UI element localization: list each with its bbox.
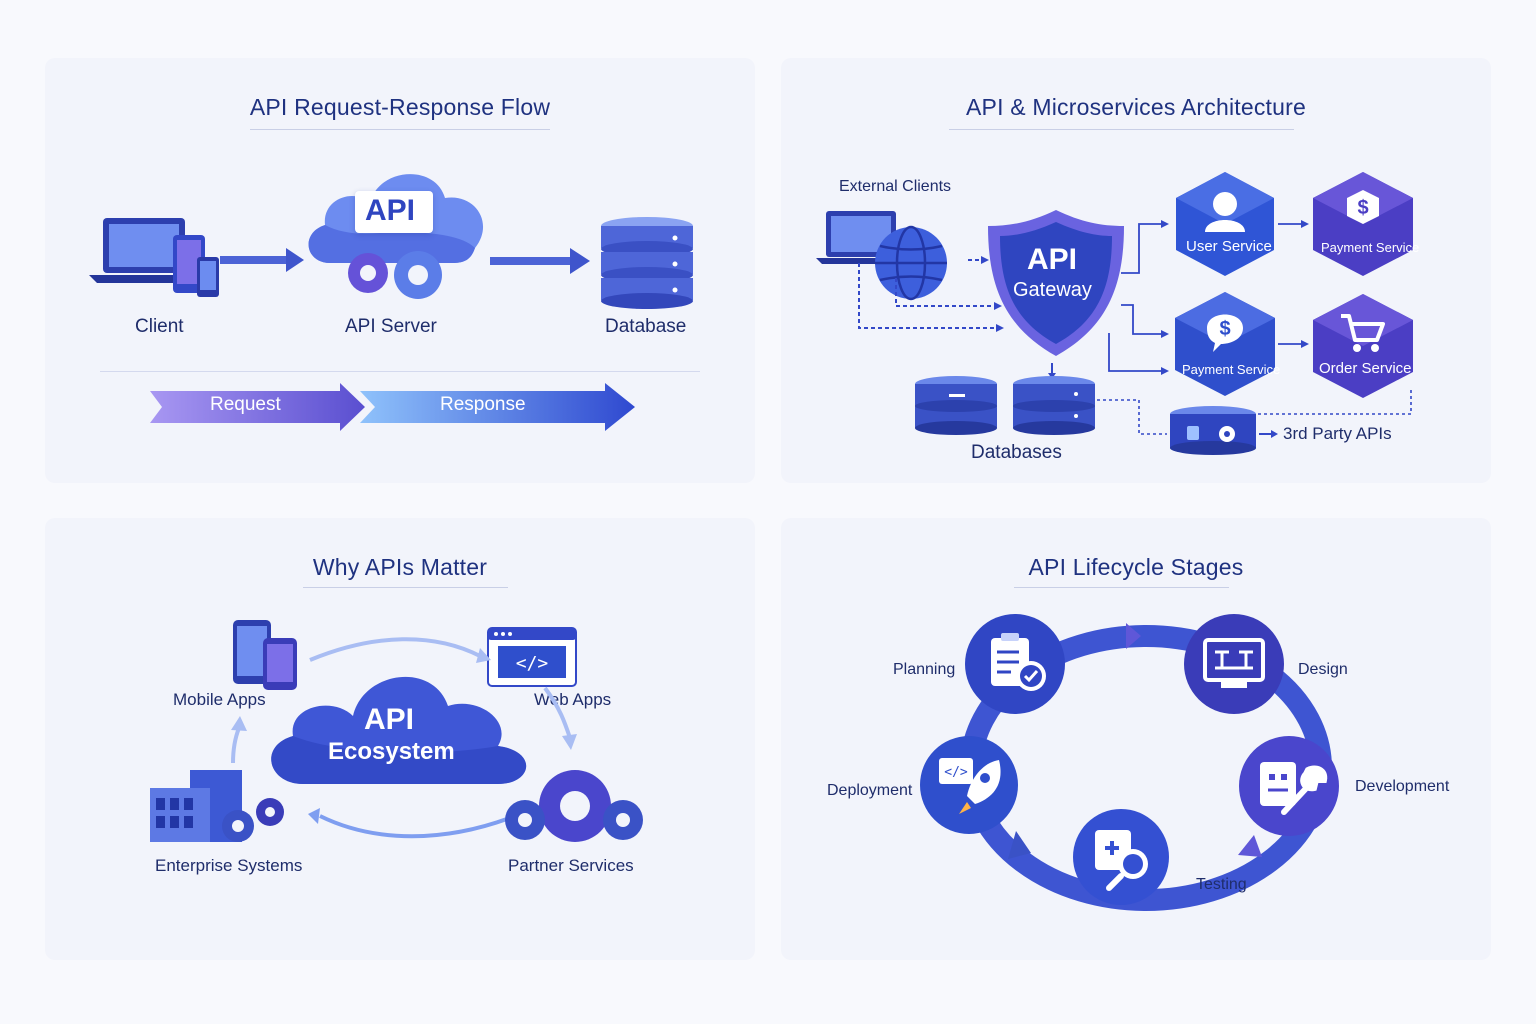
divider: [100, 371, 700, 372]
title-underline: [250, 129, 550, 130]
order-service-label: Order Service: [1319, 360, 1412, 377]
databases-icon: [915, 376, 1095, 435]
external-clients-icon: [816, 211, 947, 301]
client-connectors: [858, 256, 1004, 332]
mobile-devices-icon: [233, 620, 297, 690]
gateway-line2: Gateway: [1013, 279, 1092, 301]
external-clients-label: External Clients: [839, 178, 952, 195]
panel-request-response-flow: API Request-Response Flow Client API API…: [45, 58, 755, 483]
user-service-hex: [1176, 172, 1274, 276]
ecosystem-flow-arrows: [231, 637, 577, 839]
api-badge: [355, 191, 433, 233]
enterprise-systems-label: Enterprise Systems: [155, 856, 303, 875]
panel-title: API & Microservices Architecture: [965, 94, 1306, 120]
partner-gears-icon: [505, 770, 643, 842]
api-server-label: API Server: [345, 316, 437, 337]
api-gateway-shield-icon: [988, 210, 1124, 356]
payment-service-top-label: Payment Service: [1321, 240, 1420, 255]
svg-text:$: $: [1357, 197, 1368, 219]
api-ecosystem-cloud-icon: [271, 676, 527, 784]
request-response-arrows: [150, 383, 635, 431]
arrow-server-to-database: [490, 248, 590, 274]
third-party-arrow: [1259, 430, 1278, 438]
api-server-cloud-icon: [308, 174, 484, 299]
design-stage-icon: [1184, 614, 1284, 714]
svg-text:$: $: [1219, 318, 1230, 340]
third-party-api-icon: [1170, 406, 1256, 455]
payment-service-top-hex: $: [1313, 172, 1413, 276]
request-label: Request: [210, 394, 281, 415]
gateway-to-db-arrow: [1048, 363, 1056, 379]
panel-why-apis-matter: Why APIs Matter Mobile Apps </> Web Apps…: [45, 518, 755, 960]
databases-label: Databases: [971, 442, 1062, 463]
third-party-connectors: [1097, 390, 1412, 435]
svg-text:</>: </>: [944, 765, 968, 780]
panel-title: Why APIs Matter: [312, 554, 488, 580]
third-party-label: 3rd Party APIs: [1283, 424, 1392, 443]
enterprise-building-icon: [150, 770, 284, 842]
web-apps-label: Web Apps: [534, 690, 612, 709]
title-underline: [303, 587, 508, 588]
partner-services-label: Partner Services: [508, 856, 634, 875]
panel-title: API Lifecycle Stages: [1028, 554, 1244, 580]
response-label: Response: [440, 394, 526, 415]
deployment-stage-icon: </>: [920, 736, 1018, 834]
database-icon: [601, 217, 693, 309]
api-badge-text: API: [365, 194, 416, 227]
panel-api-lifecycle: API Lifecycle Stages Planning Design: [781, 518, 1491, 960]
deployment-label: Deployment: [827, 782, 913, 799]
planning-label: Planning: [893, 661, 956, 678]
development-label: Development: [1355, 778, 1450, 795]
svg-text:</>: </>: [516, 653, 549, 674]
web-app-code-icon: </>: [487, 627, 577, 687]
panel-title: API Request-Response Flow: [249, 94, 551, 120]
title-underline: [949, 129, 1294, 130]
gateway-service-connectors: [1108, 220, 1309, 375]
database-label: Database: [605, 316, 687, 337]
title-underline: [1014, 587, 1229, 588]
client-label: Client: [135, 316, 184, 337]
user-service-label: User Service: [1186, 238, 1272, 255]
gateway-line1: API: [1027, 243, 1078, 276]
payment-service-mid-label: Payment Service: [1182, 362, 1281, 377]
arrow-client-to-server: [220, 248, 304, 272]
client-devices-icon: [89, 218, 219, 297]
testing-stage-icon: [1073, 809, 1169, 905]
ecosystem-line2: Ecosystem: [328, 738, 455, 765]
ecosystem-line1: API: [364, 703, 415, 736]
panel-microservices-architecture: API & Microservices Architecture Externa…: [781, 58, 1491, 483]
order-service-hex: [1313, 294, 1413, 398]
payment-service-mid-hex: $: [1175, 292, 1275, 396]
planning-stage-icon: [965, 614, 1065, 714]
development-stage-icon: [1239, 736, 1339, 836]
design-label: Design: [1298, 661, 1348, 678]
testing-label: Testing: [1196, 876, 1247, 893]
mobile-apps-label: Mobile Apps: [173, 690, 266, 709]
